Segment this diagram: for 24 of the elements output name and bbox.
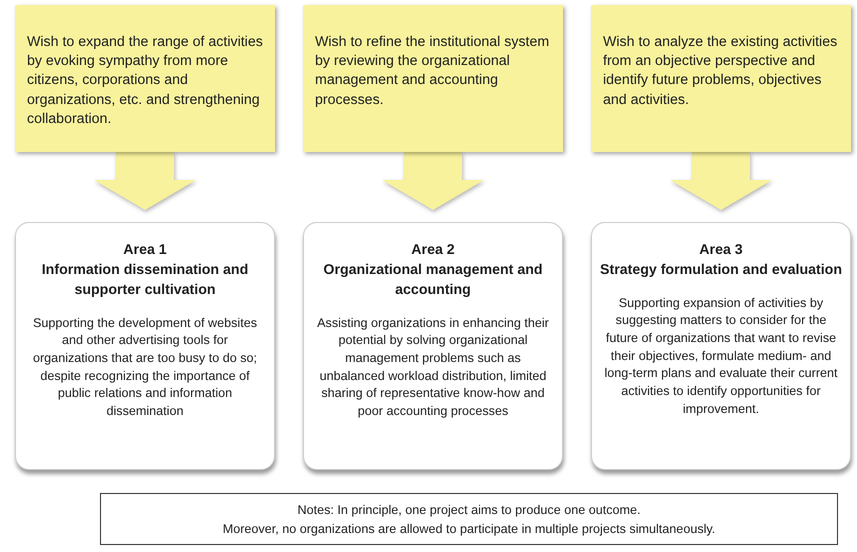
- area-number: Area 3: [698, 241, 744, 260]
- area-card: [591, 222, 851, 470]
- area-description: Supporting expansion of activities by suggesting matters to consider for the future of organizations that want to revise their objectives, formulate medium- and long-term plans and evaluate their current activities to identify opportunities for improvement.: [603, 294, 839, 418]
- area-title: Information dissemination and supporter cultivation: [40, 260, 250, 300]
- area-card: [15, 222, 275, 470]
- note-text: Moreover, no organizations are allowed to participate in multiple projects simultaneously.: [222, 520, 716, 538]
- area-description: Assisting organizations in enhancing their potential by solving organizational management problems such as unbalanced workload distribution, limited sharing of representative know-how and poor accounting processes: [316, 314, 550, 420]
- note-text: Notes: In principle, one project aims to produce one outcome.: [296, 502, 642, 519]
- area-number: Area 2: [410, 241, 456, 260]
- callout-box: [303, 5, 563, 152]
- block-arrow: [94, 152, 196, 210]
- area-title: Organizational management and accounting: [322, 260, 544, 300]
- notes-box: [100, 493, 838, 545]
- area-card: [303, 222, 563, 470]
- callout-box: [15, 5, 275, 152]
- block-arrow: [670, 152, 772, 210]
- callout-text: Wish to expand the range of activities by evoking sympathy from more citizens, corporations and organizations, etc. and strengthening collaboration.: [27, 33, 264, 129]
- callout-text: Wish to analyze the existing activities from an objective perspective and identify future problems, objectives and activities.: [603, 33, 838, 110]
- block-arrow: [382, 152, 484, 210]
- callout-text: Wish to refine the institutional system by reviewing the organizational management and accounting processes.: [315, 33, 550, 110]
- area-description: Supporting the development of websites and other advertising tools for organizations that are too busy to do so; despite recognizing the importance of public relations and information dissemination: [32, 314, 258, 420]
- area-title: Strategy formulation and evaluation: [600, 260, 842, 280]
- callout-box: [591, 5, 851, 152]
- area-number: Area 1: [122, 241, 168, 260]
